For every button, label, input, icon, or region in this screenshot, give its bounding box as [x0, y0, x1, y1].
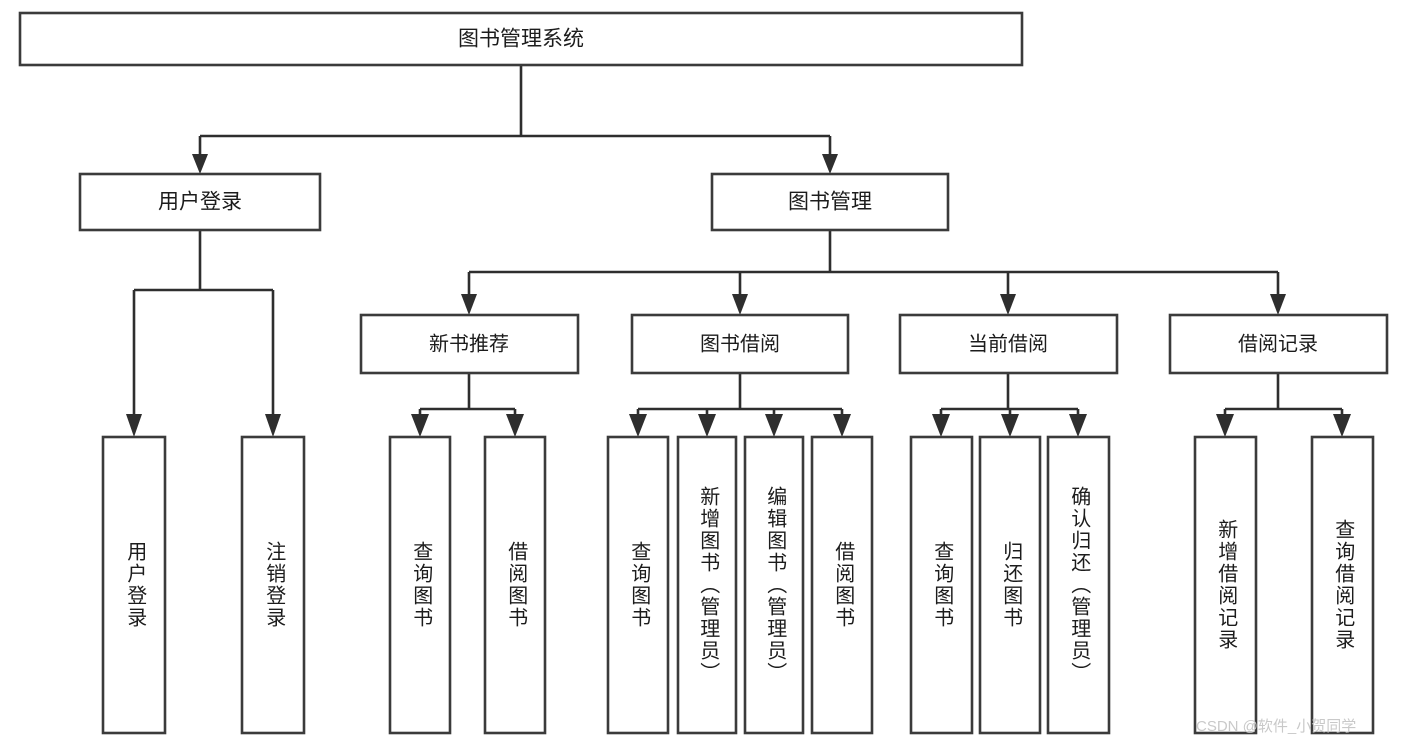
- node-borrow-record-label: 借阅记录: [1238, 332, 1318, 355]
- arrowhead-leaf-query-book-1: [411, 414, 429, 437]
- node-book-manage-box: [710, 172, 950, 232]
- link-root-trunk: [198, 65, 832, 160]
- node-current-borrow-box: [898, 313, 1119, 375]
- arrowhead-leaf-borrow-book-2: [833, 414, 851, 437]
- node-leaf-query-book-1[interactable]: 查询图书: [388, 435, 452, 735]
- arrowhead-user-login: [192, 154, 208, 174]
- node-new-book-rec[interactable]: 新书推荐: [359, 313, 580, 375]
- node-new-book-rec-label: 新书推荐: [429, 332, 509, 355]
- arrowhead-current-borrow: [1000, 294, 1016, 315]
- node-leaf-query-book-3[interactable]: 查询图书: [909, 435, 974, 735]
- node-leaf-add-book-box: [676, 435, 738, 735]
- arrowhead-leaf-return-book: [1001, 414, 1019, 437]
- node-root[interactable]: 图书管理系统: [18, 11, 1024, 67]
- node-leaf-add-book-label: 新增图书（管理员）: [697, 486, 720, 684]
- arrowhead-leaf-add-record: [1216, 414, 1234, 437]
- node-leaf-confirm-return-label: 确认归还（管理员）: [1068, 486, 1091, 684]
- node-leaf-query-book-1-box: [388, 435, 452, 735]
- node-leaf-confirm-return[interactable]: 确认归还（管理员）: [1046, 435, 1111, 735]
- arrowhead-borrow-record: [1270, 294, 1286, 315]
- node-leaf-borrow-book-2-box: [810, 435, 874, 735]
- node-leaf-edit-book-box: [743, 435, 805, 735]
- arrowhead-leaf-user-logout: [265, 414, 281, 437]
- link-book-manage-trunk: [467, 230, 1280, 300]
- arrowhead-book-borrow: [732, 294, 748, 315]
- node-leaf-edit-book[interactable]: 编辑图书（管理员）: [743, 435, 805, 735]
- arrowhead-leaf-query-book-3: [932, 414, 950, 437]
- arrowhead-book-manage: [822, 154, 838, 174]
- node-root-label: 图书管理系统: [458, 28, 584, 51]
- csdn-watermark: CSDN @软件_小贺同学: [1196, 718, 1356, 735]
- node-leaf-user-logout-label: 注销登录: [263, 541, 286, 629]
- node-leaf-query-record-label: 查询借阅记录: [1332, 519, 1355, 651]
- node-book-manage-label: 图书管理: [788, 191, 872, 214]
- node-book-borrow-box: [630, 313, 850, 375]
- arrowhead-leaf-add-book: [698, 414, 716, 437]
- node-new-book-rec-box: [359, 313, 580, 375]
- node-leaf-borrow-book-2-label: 借阅图书: [832, 541, 855, 629]
- node-leaf-query-book-2-label: 查询图书: [628, 541, 651, 629]
- node-leaf-add-record-label: 新增借阅记录: [1215, 519, 1238, 651]
- node-leaf-query-book-2-box: [606, 435, 670, 735]
- arrowhead-leaf-user-login: [126, 414, 142, 437]
- node-leaf-user-login[interactable]: 用户登录: [101, 435, 167, 735]
- node-book-borrow[interactable]: 图书借阅: [630, 313, 850, 375]
- arrowhead-leaf-confirm-return: [1069, 414, 1087, 437]
- node-leaf-borrow-book-1-box: [483, 435, 547, 735]
- node-leaf-confirm-return-box: [1046, 435, 1111, 735]
- node-leaf-edit-book-label: 编辑图书（管理员）: [764, 486, 787, 684]
- node-leaf-add-record[interactable]: 新增借阅记录: [1193, 435, 1258, 735]
- link-book-borrow-trunk: [636, 373, 844, 422]
- node-leaf-user-logout[interactable]: 注销登录: [240, 435, 306, 735]
- node-leaf-borrow-book-2[interactable]: 借阅图书: [810, 435, 874, 735]
- node-root-box: [18, 11, 1024, 67]
- node-borrow-record[interactable]: 借阅记录: [1168, 313, 1389, 375]
- arrowhead-leaf-query-book-2: [629, 414, 647, 437]
- node-leaf-user-logout-box: [240, 435, 306, 735]
- node-leaf-return-book[interactable]: 归还图书: [978, 435, 1042, 735]
- node-user-login-box: [78, 172, 322, 232]
- node-user-login-label: 用户登录: [158, 191, 242, 214]
- link-user-login-trunk: [132, 230, 275, 422]
- node-borrow-record-box: [1168, 313, 1389, 375]
- connector-layer: [126, 65, 1351, 437]
- node-current-borrow-label: 当前借阅: [968, 332, 1048, 355]
- node-leaf-query-book-3-box: [909, 435, 974, 735]
- node-leaf-borrow-book-1[interactable]: 借阅图书: [483, 435, 547, 735]
- arrowhead-leaf-edit-book: [765, 414, 783, 437]
- arrowhead-new-book-rec: [461, 294, 477, 315]
- link-borrow-record-trunk: [1223, 373, 1344, 422]
- node-leaf-query-book-2[interactable]: 查询图书: [606, 435, 670, 735]
- node-current-borrow[interactable]: 当前借阅: [898, 313, 1119, 375]
- node-leaf-query-book-1-label: 查询图书: [410, 541, 433, 629]
- arrowhead-leaf-borrow-book-1: [506, 414, 524, 437]
- node-book-manage[interactable]: 图书管理: [710, 172, 950, 232]
- arrowhead-leaf-query-record: [1333, 414, 1351, 437]
- node-leaf-borrow-book-1-label: 借阅图书: [505, 541, 528, 629]
- node-user-login[interactable]: 用户登录: [78, 172, 322, 232]
- link-new-book-rec-trunk: [418, 373, 517, 422]
- node-leaf-user-login-label: 用户登录: [124, 541, 147, 629]
- node-leaf-add-record-box: [1193, 435, 1258, 735]
- node-leaf-return-book-label: 归还图书: [1000, 541, 1023, 629]
- node-leaf-user-login-box: [101, 435, 167, 735]
- node-leaf-query-record[interactable]: 查询借阅记录: [1310, 435, 1375, 735]
- node-leaf-add-book[interactable]: 新增图书（管理员）: [676, 435, 738, 735]
- node-leaf-query-record-box: [1310, 435, 1375, 735]
- node-leaf-return-book-box: [978, 435, 1042, 735]
- node-leaf-query-book-3-label: 查询图书: [931, 541, 954, 629]
- node-book-borrow-label: 图书借阅: [700, 332, 780, 355]
